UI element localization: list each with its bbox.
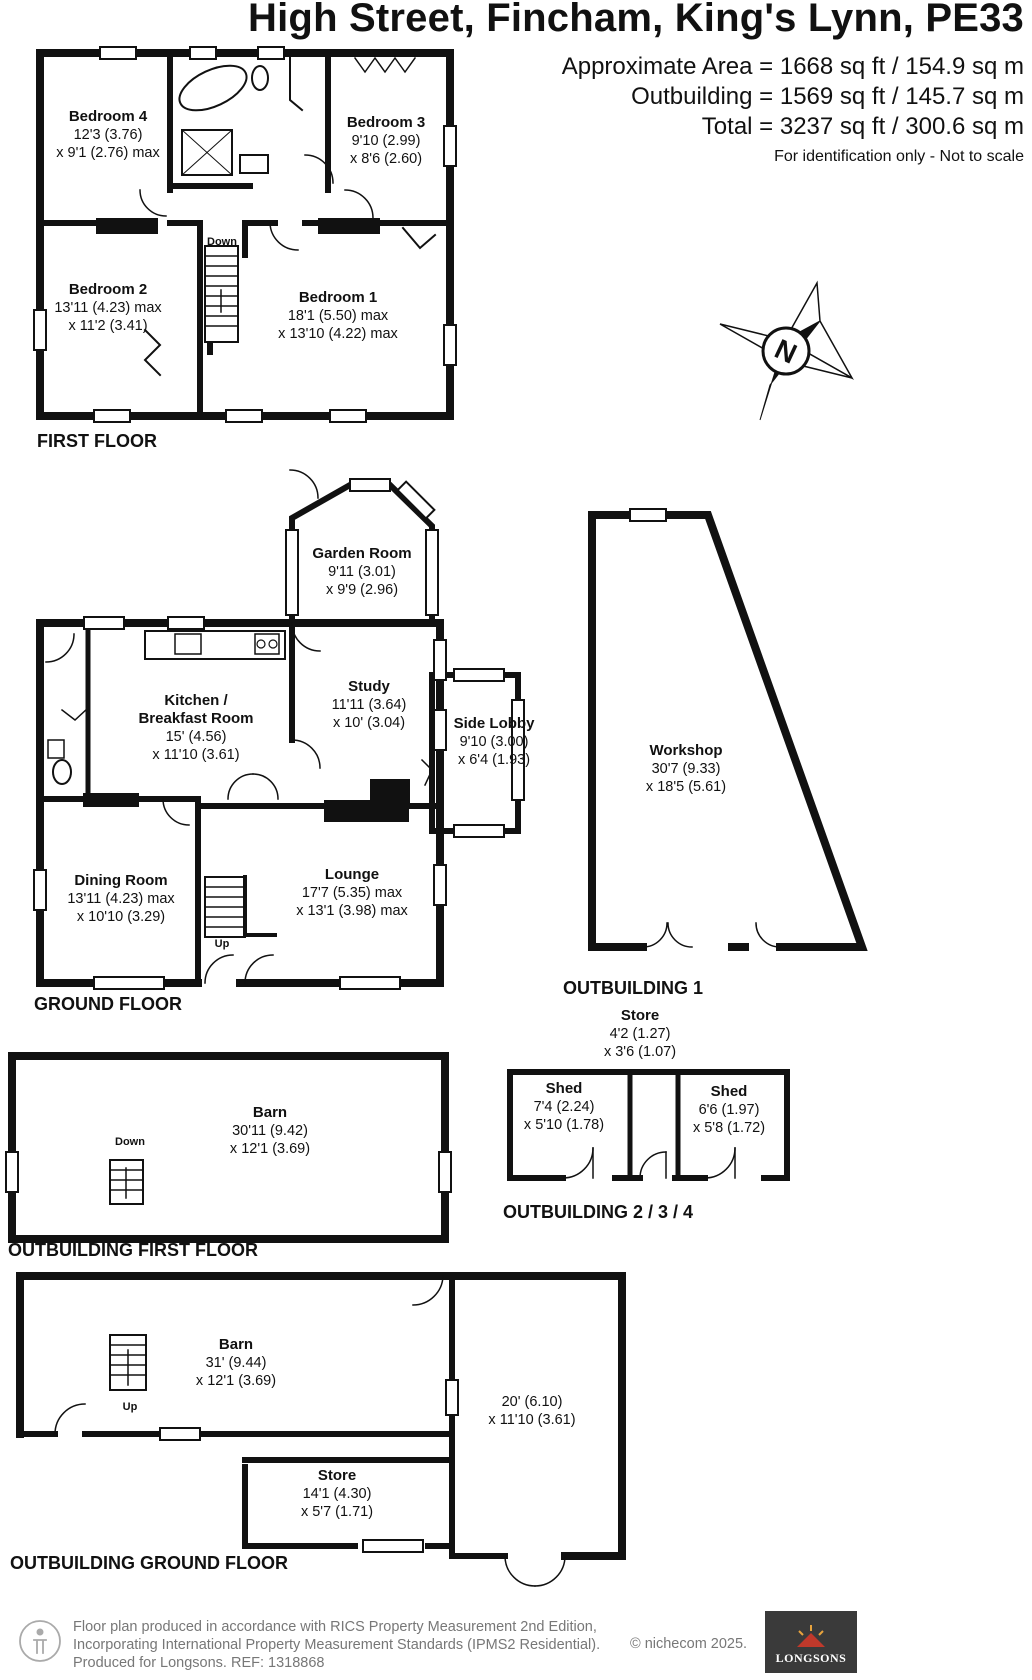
footer-line-2: Incorporating International Property Mea…	[73, 1637, 601, 1653]
north-compass-icon	[719, 280, 854, 421]
outbuilding-1-label: OUTBUILDING 1	[563, 978, 703, 998]
store-small-dim1: 4'2 (1.27)	[610, 1026, 671, 1042]
barn-lower-dim1: 31' (9.44)	[206, 1355, 267, 1371]
dining-room-name: Dining Room	[74, 872, 167, 889]
ground-floor-stairs-label: Up	[215, 938, 230, 950]
bedroom-4-dim2: x 9'1 (2.76) max	[56, 145, 160, 161]
garden-room-dim1: 9'11 (3.01)	[328, 564, 396, 580]
shed-2-name: Shed	[711, 1083, 748, 1100]
footer-note: Floor plan produced in accordance with R…	[73, 1618, 600, 1672]
outbuilding-area: Outbuilding = 1569 sq ft / 145.7 sq m	[631, 83, 1024, 110]
scale-note: For identification only - Not to scale	[774, 148, 1024, 165]
bedroom-3-name: Bedroom 3	[347, 114, 425, 131]
study-dim2: x 10' (3.04)	[333, 715, 405, 731]
outbuilding-234-plan	[507, 1069, 790, 1181]
footer-line-3: Produced for Longsons. REF: 1318868	[73, 1655, 325, 1671]
kitchen-dim1: 15' (4.56)	[166, 729, 227, 745]
outbuilding-first-floor-label: OUTBUILDING FIRST FLOOR	[8, 1240, 258, 1260]
bedroom-1-dim2: x 13'10 (4.22) max	[278, 326, 398, 342]
footer-line-1: Floor plan produced in accordance with R…	[73, 1619, 597, 1635]
kitchen-name-line2: Breakfast Room	[138, 710, 253, 727]
side-lobby-dim1: 9'10 (3.00)	[460, 734, 529, 750]
bedroom-3-dim1: 9'10 (2.99)	[352, 133, 421, 149]
first-floor-plan	[33, 46, 457, 423]
shed-1-name: Shed	[546, 1080, 583, 1097]
store-lower-dim1: 14'1 (4.30)	[303, 1486, 372, 1502]
outbuilding-first-floor-plan	[5, 1052, 452, 1243]
shed-1-dim1: 7'4 (2.24)	[534, 1099, 595, 1115]
barn-upper-name: Barn	[253, 1104, 287, 1121]
bedroom-4-dim1: 12'3 (3.76)	[74, 127, 143, 143]
outbuilding-234-label: OUTBUILDING 2 / 3 / 4	[503, 1202, 693, 1222]
annex-room-dim2: x 11'10 (3.61)	[488, 1412, 575, 1428]
study-name: Study	[348, 678, 390, 695]
bedroom-3-dim2: x 8'6 (2.60)	[350, 151, 422, 167]
side-lobby-dim2: x 6'4 (1.93)	[458, 752, 530, 768]
bedroom-4-name: Bedroom 4	[69, 108, 148, 125]
store-small-name: Store	[621, 1007, 659, 1024]
kitchen-dim2: x 11'10 (3.61)	[152, 747, 239, 763]
ground-floor-plan	[33, 469, 525, 990]
annex-room-dim1: 20' (6.10)	[502, 1394, 563, 1410]
study-dim1: 11'11 (3.64)	[332, 697, 407, 713]
shed-2-dim2: x 5'8 (1.72)	[693, 1120, 765, 1136]
logo-text: LONGSONS	[775, 1651, 847, 1665]
barn-lower-name: Barn	[219, 1336, 253, 1353]
outbuilding-1-plan	[588, 508, 868, 951]
shed-2-dim1: 6'6 (1.97)	[699, 1102, 760, 1118]
barn-lower-stairs-label: Up	[123, 1401, 138, 1413]
lounge-name: Lounge	[325, 866, 379, 883]
bedroom-2-dim2: x 11'2 (3.41)	[68, 318, 147, 334]
store-small-dim2: x 3'6 (1.07)	[604, 1044, 676, 1060]
shed-1-dim2: x 5'10 (1.78)	[524, 1117, 604, 1133]
workshop-dim2: x 18'5 (5.61)	[646, 779, 726, 795]
barn-lower-dim2: x 12'1 (3.69)	[196, 1373, 276, 1389]
kitchen-name-line1: Kitchen /	[164, 692, 228, 709]
dining-room-dim1: 13'11 (4.23) max	[67, 891, 175, 907]
longsons-logo: LONGSONS	[765, 1611, 857, 1673]
bedroom-1-name: Bedroom 1	[299, 289, 377, 306]
first-floor-stairs-label: Down	[207, 236, 237, 248]
store-lower-name: Store	[318, 1467, 356, 1484]
barn-upper-dim2: x 12'1 (3.69)	[230, 1141, 310, 1157]
outbuilding-ground-floor-plan	[16, 1272, 626, 1587]
ground-floor-label: GROUND FLOOR	[34, 994, 182, 1014]
outbuilding-ground-floor-label: OUTBUILDING GROUND FLOOR	[10, 1553, 288, 1573]
side-lobby-name: Side Lobby	[454, 715, 535, 732]
workshop-dim1: 30'7 (9.33)	[652, 761, 721, 777]
barn-upper-dim1: 30'11 (9.42)	[232, 1123, 308, 1139]
store-lower-dim2: x 5'7 (1.71)	[301, 1504, 373, 1520]
dining-room-dim2: x 10'10 (3.29)	[77, 909, 165, 925]
accessibility-icon	[19, 1620, 61, 1662]
plan-title: High Street, Fincham, King's Lynn, PE33	[248, 0, 1024, 40]
bedroom-2-dim1: 13'11 (4.23) max	[54, 300, 162, 316]
sunrise-icon	[797, 1625, 825, 1647]
bedroom-1-dim1: 18'1 (5.50) max	[288, 308, 389, 324]
workshop-name: Workshop	[649, 742, 722, 759]
copyright: © nichecom 2025.	[630, 1636, 748, 1652]
barn-upper-stairs-label: Down	[115, 1136, 145, 1148]
total-area: Total = 3237 sq ft / 300.6 sq m	[701, 113, 1024, 140]
lounge-dim2: x 13'1 (3.98) max	[296, 903, 408, 919]
garden-room-name: Garden Room	[312, 545, 411, 562]
lounge-dim1: 17'7 (5.35) max	[302, 885, 403, 901]
bedroom-2-name: Bedroom 2	[69, 281, 147, 298]
approximate-area: Approximate Area = 1668 sq ft / 154.9 sq…	[561, 53, 1024, 80]
garden-room-dim2: x 9'9 (2.96)	[326, 582, 398, 598]
first-floor-label: FIRST FLOOR	[37, 431, 157, 451]
